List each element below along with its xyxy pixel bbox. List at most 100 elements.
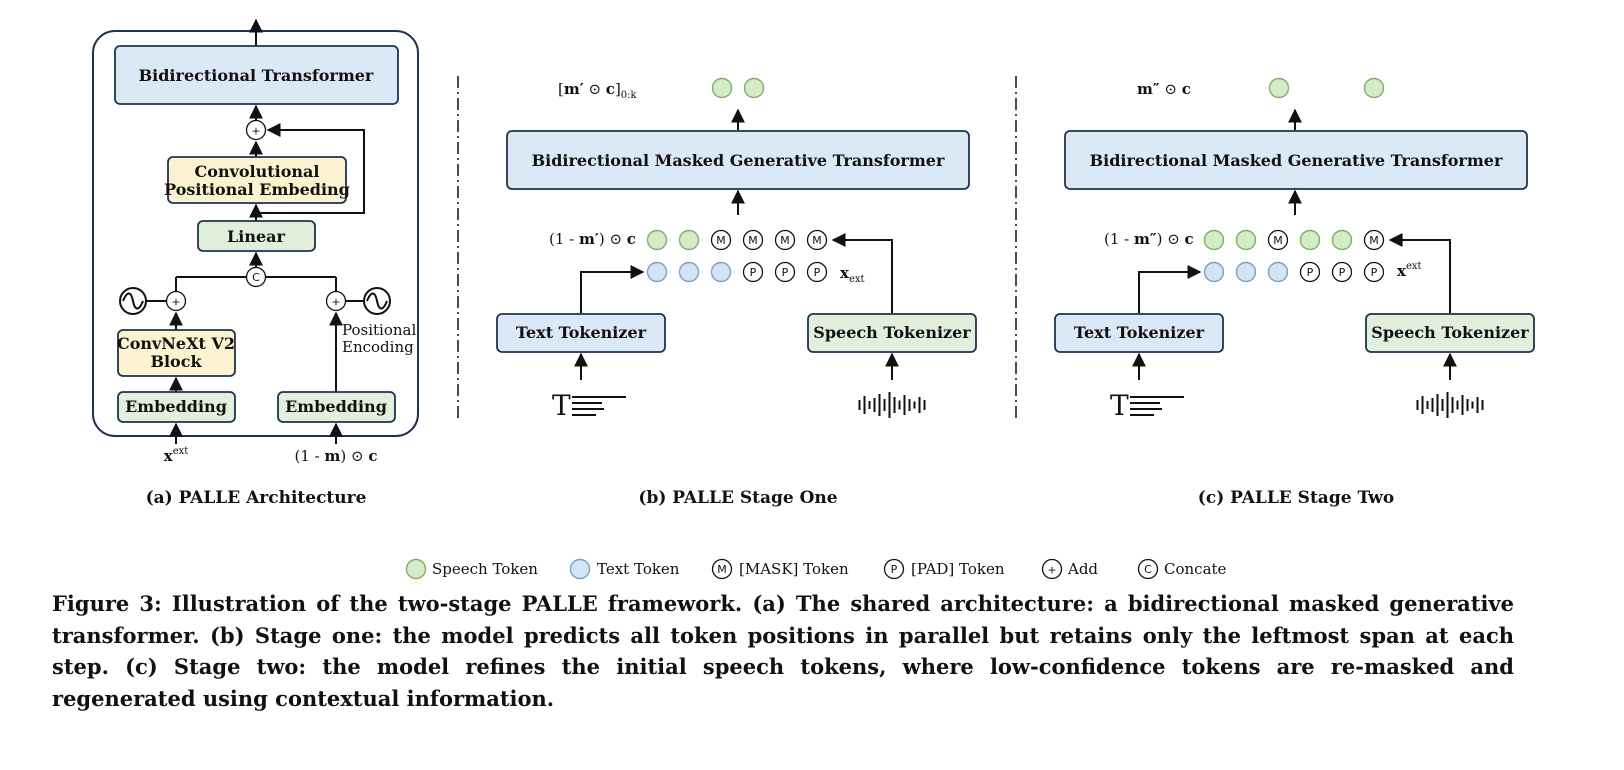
speech-tokenizer-box-b [807, 313, 977, 353]
svg-text:Concate: Concate [1164, 560, 1227, 578]
convnext-line2: Block [150, 352, 202, 371]
legend-mask-token: M [MASK] Token [711, 558, 849, 580]
input-masked-right: (1 - m) ⊙ c [295, 447, 378, 465]
mask-token: M [774, 229, 796, 251]
masked-transformer-box-b [506, 130, 970, 190]
embedding-right-label: Embedding [285, 397, 387, 416]
svg-text:P: P [891, 563, 898, 576]
svg-text:Speech Token: Speech Token [432, 560, 538, 578]
panel-a-caption: (a) PALLE Architecture [146, 488, 367, 508]
speech-token [1331, 229, 1353, 251]
svg-text:M: M [1369, 234, 1379, 247]
svg-text:T: T [1110, 389, 1129, 422]
sinusoid-icon-right [363, 287, 391, 315]
svg-text:Add: Add [1067, 560, 1098, 578]
svg-text:C: C [252, 271, 260, 284]
mask-token: M [1363, 229, 1385, 251]
speech-token [1299, 229, 1321, 251]
svg-text:+: + [171, 296, 180, 309]
text-tokenizer-arrow [1138, 265, 1202, 313]
speech-token [1268, 77, 1290, 99]
figure-caption: Figure 3: Illustration of the two-stage … [52, 591, 1514, 711]
text-token [678, 261, 700, 283]
speech-waveform-icon [1416, 392, 1484, 418]
legend-add: + Add [1041, 558, 1098, 580]
stage-one-xext: xext [840, 264, 865, 285]
text-token [1267, 261, 1289, 283]
stage-one-masked-expr: (1 - m′) ⊙ c [549, 230, 636, 248]
speech-token [1363, 77, 1385, 99]
svg-text:Text Token: Text Token [597, 560, 680, 578]
pad-token: P [1299, 261, 1321, 283]
masked-transformer-label-c: Bidirectional Masked Generative Transfor… [1090, 151, 1503, 170]
positional-label-1: Positional [342, 321, 416, 339]
pad-token: P [1331, 261, 1353, 283]
speech-token [678, 229, 700, 251]
panel-b-stage-one: [m′ ⊙ c]0:k Bidirectional Masked Generat… [496, 77, 977, 508]
svg-text:+: + [331, 296, 340, 309]
input-xext-left: xext [164, 446, 189, 465]
text-token [1235, 261, 1257, 283]
text-input-icon: T [1110, 389, 1184, 422]
stage-two-masked-expr: (1 - m″) ⊙ c [1104, 230, 1194, 248]
embedding-left-label: Embedding [125, 397, 227, 416]
svg-text:T: T [552, 389, 571, 422]
add-circle-top [245, 119, 267, 141]
conv-pos-line1: Convolutional [195, 162, 320, 181]
speech-token [1235, 229, 1257, 251]
text-tokenizer-arrow [580, 265, 645, 313]
svg-text:P: P [814, 266, 821, 279]
legend: Speech Token Text Token M [MASK] Token P… [405, 558, 1227, 580]
add-circle-left [165, 290, 187, 312]
speech-tokenizer-arrow [1388, 233, 1451, 313]
svg-text:P: P [1371, 266, 1378, 279]
conv-pos-embedding-box [167, 156, 347, 204]
svg-text:P: P [1307, 266, 1314, 279]
speech-tokenizer-box-c [1365, 313, 1535, 353]
speech-token [646, 229, 668, 251]
legend-text-token: Text Token [569, 558, 680, 580]
text-tokenizer-label-c: Text Tokenizer [1074, 323, 1205, 342]
panel-a-architecture: Bidirectional Transformer + Convolutiona… [92, 18, 419, 508]
svg-text:M: M [780, 234, 790, 247]
concat-circle [245, 266, 267, 288]
svg-text:[MASK] Token: [MASK] Token [739, 560, 849, 578]
svg-text:M: M [748, 234, 758, 247]
svg-text:P: P [1339, 266, 1346, 279]
legend-concat: C Concate [1137, 558, 1227, 580]
pad-token: P [806, 261, 828, 283]
text-token [1203, 261, 1225, 283]
legend-speech-token: Speech Token [405, 558, 538, 580]
svg-text:M: M [717, 563, 727, 576]
text-token [710, 261, 732, 283]
svg-text:C: C [1144, 563, 1152, 576]
stage-two-output-expr: m″ ⊙ c [1137, 80, 1191, 98]
pad-token: P [742, 261, 764, 283]
embedding-box-right [277, 391, 396, 423]
linear-box [197, 220, 316, 252]
panel-c-stage-two: m″ ⊙ c Bidirectional Masked Generative T… [1054, 77, 1535, 508]
pad-token: P [1363, 261, 1385, 283]
text-tokenizer-label-b: Text Tokenizer [516, 323, 647, 342]
text-tokenizer-box-b [496, 313, 666, 353]
svg-text:M: M [1273, 234, 1283, 247]
speech-token [711, 77, 733, 99]
speech-tokenizer-label-c: Speech Tokenizer [1371, 323, 1529, 342]
residual-connection [256, 123, 365, 214]
palle-figure: Bidirectional Transformer + Convolutiona… [92, 18, 1535, 580]
stage-one-output-expr: [m′ ⊙ c]0:k [558, 80, 638, 101]
convnext-line1: ConvNeXt V2 [117, 334, 235, 353]
svg-text:+: + [1047, 564, 1056, 577]
sinusoid-icon-left [119, 287, 147, 315]
convnext-block-box [117, 329, 236, 377]
embedding-box-left [117, 391, 236, 423]
svg-text:[PAD] Token: [PAD] Token [911, 560, 1005, 578]
panel-c-caption: (c) PALLE Stage Two [1198, 488, 1394, 508]
legend-pad-token: P [PAD] Token [883, 558, 1005, 580]
bidirectional-transformer-label: Bidirectional Transformer [139, 66, 374, 85]
add-circle-right [325, 290, 347, 312]
positional-label-2: Encoding [342, 338, 414, 356]
masked-transformer-box-c [1064, 130, 1528, 190]
stage-two-xext: xext [1397, 261, 1422, 280]
speech-waveform-icon [858, 392, 926, 418]
